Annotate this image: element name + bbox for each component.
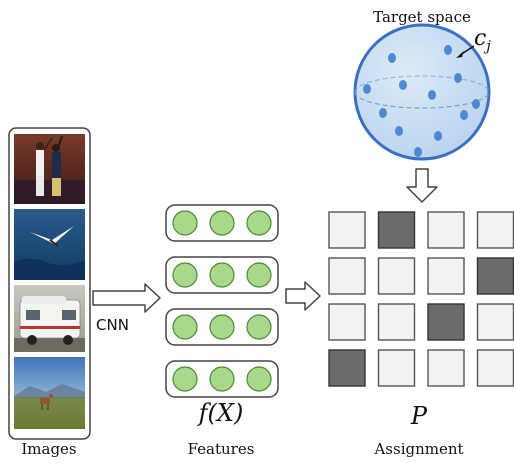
assignment-cell bbox=[427, 349, 465, 387]
assignment-cell bbox=[328, 211, 366, 249]
assignment-cell-assigned bbox=[328, 349, 366, 387]
feature-node bbox=[209, 314, 235, 340]
camper-van-photo bbox=[14, 285, 85, 352]
deer-field-photo bbox=[14, 357, 85, 429]
centroid-dot bbox=[472, 99, 480, 109]
target-space-sphere bbox=[353, 23, 491, 161]
assignment-cell bbox=[476, 211, 514, 249]
feature-node bbox=[172, 366, 198, 392]
centroid-dot bbox=[399, 80, 407, 90]
sphere-to-assignment-arrow bbox=[406, 168, 438, 203]
features-math-label: f(X) bbox=[198, 399, 244, 427]
assignment-cell bbox=[427, 211, 465, 249]
assignment-cell bbox=[377, 257, 416, 295]
feature-node bbox=[209, 366, 235, 392]
centroid-dot bbox=[428, 90, 436, 100]
cnn-label: CNN bbox=[96, 316, 129, 334]
feature-node bbox=[209, 262, 235, 288]
feature-node bbox=[172, 314, 198, 340]
assignment-cell-assigned bbox=[476, 257, 514, 295]
centroid-dot bbox=[454, 73, 462, 83]
basketball-photo bbox=[14, 134, 85, 204]
feature-node bbox=[172, 210, 198, 236]
centroid-label-subscript: j bbox=[486, 38, 491, 55]
centroid-dot bbox=[388, 53, 396, 63]
assignment-cell bbox=[476, 349, 514, 387]
centroid-dots bbox=[363, 45, 480, 157]
seabird-photo bbox=[14, 209, 85, 280]
assignment-matrix bbox=[328, 211, 514, 387]
feature-node bbox=[172, 262, 198, 288]
feature-groups bbox=[165, 204, 279, 398]
centroid-dot bbox=[434, 131, 442, 141]
assignment-cell bbox=[427, 257, 465, 295]
assignment-label: Assignment bbox=[374, 440, 464, 458]
centroid-dot bbox=[460, 110, 468, 120]
assignment-cell bbox=[377, 303, 416, 341]
feature-node bbox=[246, 314, 272, 340]
assignment-cell bbox=[328, 257, 366, 295]
assignment-cell bbox=[328, 303, 366, 341]
images-label: Images bbox=[21, 440, 77, 458]
feature-vector bbox=[165, 360, 279, 398]
centroid-dot bbox=[395, 126, 403, 136]
centroid-label: cj bbox=[474, 26, 491, 54]
centroid-pointer-arrow bbox=[456, 45, 475, 58]
target-space-label: Target space bbox=[373, 8, 471, 26]
centroid-dot bbox=[379, 108, 387, 118]
feature-vector bbox=[165, 308, 279, 346]
features-label: Features bbox=[187, 440, 255, 458]
feature-node bbox=[246, 210, 272, 236]
centroid-dot bbox=[444, 45, 452, 55]
features-to-assignment-arrow bbox=[285, 281, 321, 311]
centroid-dot bbox=[414, 147, 422, 157]
feature-node bbox=[209, 210, 235, 236]
image-strip bbox=[8, 127, 91, 440]
assignment-cell-assigned bbox=[427, 303, 465, 341]
centroid-dot bbox=[363, 84, 371, 94]
centroid-label-base: c bbox=[474, 26, 487, 51]
assignment-cell-assigned bbox=[377, 211, 416, 249]
assignment-math-label: P bbox=[410, 402, 428, 430]
feature-vector bbox=[165, 204, 279, 242]
feature-vector bbox=[165, 256, 279, 294]
assignment-cell bbox=[476, 303, 514, 341]
feature-node bbox=[246, 366, 272, 392]
cnn-arrow bbox=[92, 283, 161, 313]
assignment-cell bbox=[377, 349, 416, 387]
feature-node bbox=[246, 262, 272, 288]
